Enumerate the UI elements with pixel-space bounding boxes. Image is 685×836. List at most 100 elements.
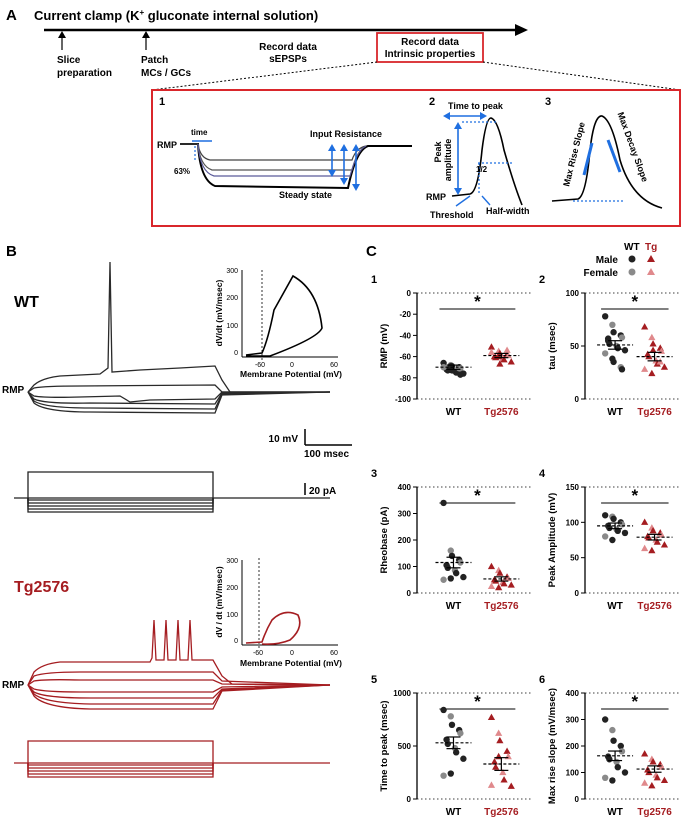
data-point — [457, 730, 464, 737]
y-axis-label: RMP (mV) — [379, 324, 390, 369]
wt-inset-ylabel: dV/dt (mV/msec) — [214, 280, 224, 347]
data-point — [610, 515, 617, 522]
data-point — [487, 343, 496, 350]
panel-c: C WT Tg Male Female -100-80-60-40-200RMP… — [366, 242, 679, 818]
data-point — [649, 758, 657, 765]
data-point — [618, 521, 626, 528]
wt-inset-xlabel: Membrane Potential (mV) — [240, 369, 342, 379]
y-tick-label: 0 — [575, 795, 580, 804]
tg-voltage-traces — [27, 619, 331, 710]
wt-rmp-label: RMP — [2, 385, 25, 396]
category-label: WT — [607, 807, 623, 818]
y-tick-label: 50 — [570, 342, 579, 351]
y-tick-label: 100 — [566, 769, 580, 778]
y-tick-label: 0 — [575, 589, 580, 598]
data-point — [500, 579, 508, 587]
y-tick-label: -100 — [395, 395, 412, 404]
legend-wt: WT — [624, 242, 640, 253]
y-tick-label: 100 — [398, 563, 412, 572]
y-axis-label: Max rise slope (mV/msec) — [547, 688, 558, 804]
max-decay-slope-marker — [606, 139, 622, 173]
timeline-step2-line2: MCs / GCs — [141, 68, 191, 79]
y-tick-label: 0 — [407, 589, 412, 598]
data-point — [490, 758, 499, 765]
data-point — [649, 340, 657, 347]
timeline-step4-line2: Intrinsic properties — [385, 49, 476, 60]
data-point — [448, 367, 456, 374]
svg-text:0: 0 — [234, 638, 238, 645]
sub1-63pct-label: 63% — [174, 167, 190, 176]
sub3-decay-label: Max Decay Slope — [616, 111, 651, 184]
legend-tg: Tg — [645, 242, 657, 253]
category-label: Tg2576 — [484, 807, 519, 818]
data-point — [648, 369, 656, 377]
data-point — [495, 729, 503, 736]
y-tick-label: 400 — [566, 689, 580, 698]
y-tick-label: 50 — [570, 554, 579, 563]
y-tick-label: 300 — [398, 510, 412, 519]
sub2-rmp-label: RMP — [426, 192, 446, 202]
sub2-amplitude-label: amplitude — [443, 139, 453, 182]
zoom-line-left — [151, 61, 378, 91]
tg-label: Tg2576 — [14, 579, 69, 596]
data-point — [496, 569, 504, 576]
sub2-half-label: 1/2 — [476, 165, 488, 174]
svg-text:100: 100 — [226, 323, 238, 330]
data-point — [460, 573, 467, 581]
data-point — [621, 529, 629, 537]
wt-phase-loop — [245, 274, 323, 357]
y-tick-label: 150 — [566, 483, 580, 492]
data-point — [641, 323, 649, 330]
category-label: Tg2576 — [637, 601, 672, 612]
y-tick-label: 0 — [407, 795, 412, 804]
data-point — [460, 755, 467, 762]
panel-c-letter: C — [366, 243, 377, 260]
sub1-number: 1 — [159, 96, 165, 108]
legend-male: Male — [596, 255, 619, 266]
tg-current-steps — [14, 740, 330, 778]
data-point — [621, 769, 629, 776]
data-point — [609, 777, 616, 784]
sub2-time-to-peak-label: Time to peak — [448, 101, 504, 111]
chart-number: 3 — [371, 468, 377, 480]
data-point — [487, 562, 496, 570]
chart-number: 4 — [539, 468, 546, 480]
significance-star: * — [474, 292, 481, 311]
tg-rmp-label: RMP — [2, 680, 25, 691]
y-tick-label: 100 — [566, 289, 580, 298]
data-point — [653, 774, 661, 781]
data-point — [641, 750, 649, 757]
scale-voltage-label: 10 mV — [269, 434, 299, 445]
timeline-step1-line1: Slice — [57, 55, 81, 66]
data-point — [601, 512, 609, 519]
y-tick-label: -60 — [399, 353, 411, 362]
zoom-line-right — [482, 61, 681, 91]
data-point — [447, 547, 454, 554]
data-point — [621, 347, 629, 354]
legend-tg-female-marker — [647, 268, 655, 275]
y-tick-label: 400 — [398, 483, 412, 492]
data-point — [617, 742, 624, 750]
timeline-step4-line1: Record data — [401, 37, 459, 48]
tg-inset-xlabel: Membrane Potential (mV) — [240, 658, 342, 668]
data-point — [440, 364, 447, 371]
data-point — [618, 334, 626, 341]
svg-text:200: 200 — [226, 295, 238, 302]
tg-phase-loop — [245, 611, 301, 645]
data-point — [440, 576, 447, 583]
sub2-peak-label: Peak — [433, 141, 443, 163]
panel-b: B WT RMP 10 mV 100 msec 20 pA — [2, 243, 352, 778]
timeline-step2-line1: Patch — [141, 55, 168, 66]
svg-text:60: 60 — [330, 650, 338, 657]
category-label: Tg2576 — [637, 807, 672, 818]
data-point — [487, 781, 496, 788]
sub1-time-label: time — [191, 128, 208, 137]
trace-steady-state — [180, 143, 412, 190]
y-tick-label: -40 — [399, 331, 411, 340]
y-axis-label: Peak Amplitude (mV) — [547, 493, 558, 588]
legend-wt-male-marker — [628, 255, 636, 263]
